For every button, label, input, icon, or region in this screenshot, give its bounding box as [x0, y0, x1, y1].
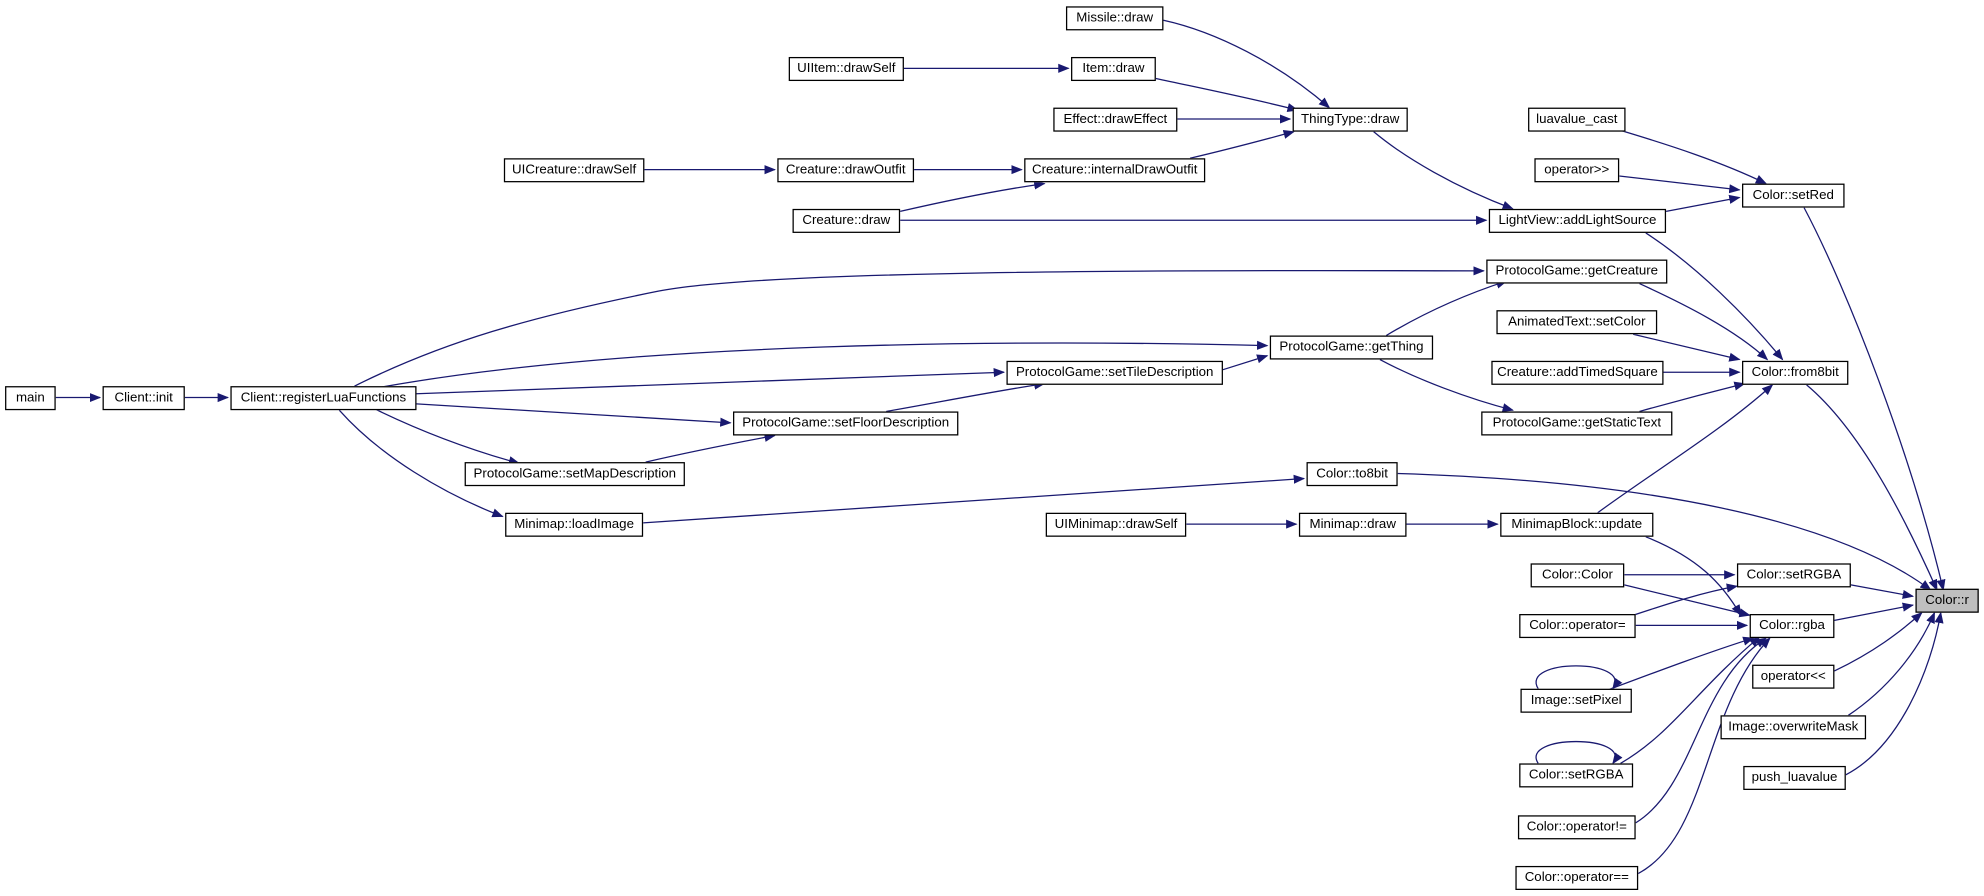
- node-color-from8bit[interactable]: Color::from8bit: [1742, 360, 1849, 385]
- edge-setpixel-rgba: [1607, 636, 1755, 691]
- node-protocolgame-setmapdescription[interactable]: ProtocolGame::setMapDescription: [464, 462, 685, 487]
- edge-internaldrawoutfit-thingtype: [1189, 129, 1295, 159]
- edge-creature-draw-internaldrawoutfit: [899, 180, 1046, 213]
- node-operator-lshift[interactable]: operator<<: [1752, 664, 1835, 689]
- node-missile-draw[interactable]: Missile::draw: [1065, 6, 1164, 31]
- edge-setrgba-top-r: [1850, 584, 1915, 599]
- node-image-setpixel[interactable]: Image::setPixel: [1520, 688, 1632, 713]
- node-color-r: Color::r: [1915, 588, 1979, 613]
- node-color-operator-eq[interactable]: Color::operator==: [1515, 865, 1639, 890]
- edge-minimap-loadimage-to8bit: [643, 474, 1306, 524]
- edge-operator-rshift-setred: [1619, 175, 1741, 194]
- node-color-rgba[interactable]: Color::rgba: [1749, 614, 1835, 639]
- node-uiitem-drawself[interactable]: UIItem::drawSelf: [788, 56, 904, 82]
- node-creature-drawoutfit[interactable]: Creature::drawOutfit: [777, 158, 915, 183]
- node-creature-internaldrawoutfit[interactable]: Creature::internalDrawOutfit: [1024, 158, 1206, 183]
- edge-setrgba-bottom-self: [1535, 740, 1623, 765]
- edge-overwritemask-r: [1848, 611, 1936, 716]
- node-thingtype-draw[interactable]: ThingType::draw: [1292, 107, 1408, 132]
- edge-lightview-from8bit: [1645, 232, 1784, 361]
- node-operator-rshift[interactable]: operator>>: [1534, 158, 1620, 183]
- edge-register-setmapdescription: [366, 404, 521, 466]
- node-lightview-addlightsource[interactable]: LightView::addLightSource: [1488, 208, 1667, 233]
- node-uicreature-drawself[interactable]: UICreature::drawSelf: [503, 158, 645, 183]
- edge-animatedtext-from8bit: [1632, 333, 1741, 362]
- node-color-color[interactable]: Color::Color: [1530, 563, 1625, 588]
- edge-register-settiledescription: [416, 368, 1006, 395]
- edge-register-setfloordescription: [416, 403, 732, 427]
- node-protocolgame-setfloordescription[interactable]: ProtocolGame::setFloorDescription: [733, 411, 959, 436]
- edge-push-luavalue-r: [1845, 611, 1944, 776]
- node-minimap-draw[interactable]: Minimap::draw: [1298, 512, 1407, 537]
- edge-color-color-rgba: [1624, 584, 1751, 618]
- edge-getstatictext-from8bit: [1639, 381, 1746, 413]
- node-color-setrgba-top[interactable]: Color::setRGBA: [1736, 563, 1851, 588]
- edge-lightview-setred: [1665, 194, 1741, 213]
- node-color-to8bit[interactable]: Color::to8bit: [1306, 462, 1398, 487]
- node-creature-addtimedsquare[interactable]: Creature::addTimedSquare: [1491, 360, 1664, 385]
- edge-item-thingtype: [1155, 77, 1299, 113]
- edge-minimapblock-rgba: [1645, 536, 1742, 617]
- edge-missile-thingtype: [1163, 19, 1331, 109]
- edge-luavalue-cast-setred: [1620, 129, 1768, 185]
- edge-register-minimap-loadimage: [338, 409, 504, 518]
- node-protocolgame-getcreature[interactable]: ProtocolGame::getCreature: [1486, 259, 1668, 284]
- node-effect-draweffect[interactable]: Effect::drawEffect: [1053, 107, 1178, 132]
- node-color-operator-assign[interactable]: Color::operator=: [1519, 614, 1636, 639]
- edge-operator-eq-rgba: [1637, 637, 1771, 875]
- node-uiminimap-drawself[interactable]: UIMinimap::drawSelf: [1045, 512, 1187, 537]
- node-item-draw[interactable]: Item::draw: [1071, 56, 1156, 82]
- node-protocolgame-settiledescription[interactable]: ProtocolGame::setTileDescription: [1006, 360, 1223, 385]
- node-luavalue-cast[interactable]: luavalue_cast: [1528, 107, 1626, 132]
- edge-from8bit-r: [1806, 384, 1938, 591]
- edge-operator-assign-setrgba: [1632, 583, 1739, 616]
- edge-setfloordesc-settiledesc: [886, 380, 1046, 413]
- edge-to8bit-r: [1397, 472, 1932, 591]
- node-push-luavalue[interactable]: push_luavalue: [1743, 765, 1846, 790]
- node-client-init[interactable]: Client::init: [102, 386, 185, 411]
- node-protocolgame-getstatictext[interactable]: ProtocolGame::getStaticText: [1481, 411, 1673, 436]
- edge-operator-lshift-r: [1834, 611, 1923, 672]
- node-color-operator-ne[interactable]: Color::operator!=: [1517, 815, 1636, 840]
- node-image-overwritemask[interactable]: Image::overwriteMask: [1720, 715, 1867, 740]
- edge-setmapdesc-setfloordesc: [645, 432, 776, 463]
- edge-setpixel-self: [1535, 665, 1623, 690]
- edge-settiledesc-getthing: [1222, 354, 1269, 371]
- edge-setred-r: [1803, 207, 1946, 592]
- edge-operator-ne-rgba: [1635, 637, 1768, 824]
- edge-setrgba-bottom-rgba: [1620, 636, 1761, 764]
- node-color-setred[interactable]: Color::setRed: [1742, 183, 1845, 208]
- edge-minimapblock-from8bit: [1597, 384, 1774, 514]
- edge-thingtype-lightview: [1373, 131, 1514, 210]
- node-minimap-loadimage[interactable]: Minimap::loadImage: [505, 512, 644, 537]
- node-creature-draw[interactable]: Creature::draw: [792, 208, 901, 233]
- edge-register-getcreature: [354, 266, 1485, 387]
- node-animatedtext-setcolor[interactable]: AnimatedText::setColor: [1496, 310, 1658, 335]
- node-client-registerluafunctions[interactable]: Client::registerLuaFunctions: [230, 386, 417, 411]
- edge-rgba-r: [1834, 602, 1915, 621]
- node-main[interactable]: main: [5, 386, 56, 411]
- edge-register-getthing: [379, 340, 1269, 389]
- edge-getcreature-from8bit: [1639, 283, 1769, 361]
- edge-getthing-getstatictext: [1379, 358, 1514, 413]
- edge-getthing-getcreature: [1385, 279, 1508, 337]
- node-color-setrgba-bottom[interactable]: Color::setRGBA: [1519, 763, 1634, 788]
- node-protocolgame-getthing[interactable]: ProtocolGame::getThing: [1269, 335, 1434, 360]
- node-minimapblock-update[interactable]: MinimapBlock::update: [1500, 512, 1654, 537]
